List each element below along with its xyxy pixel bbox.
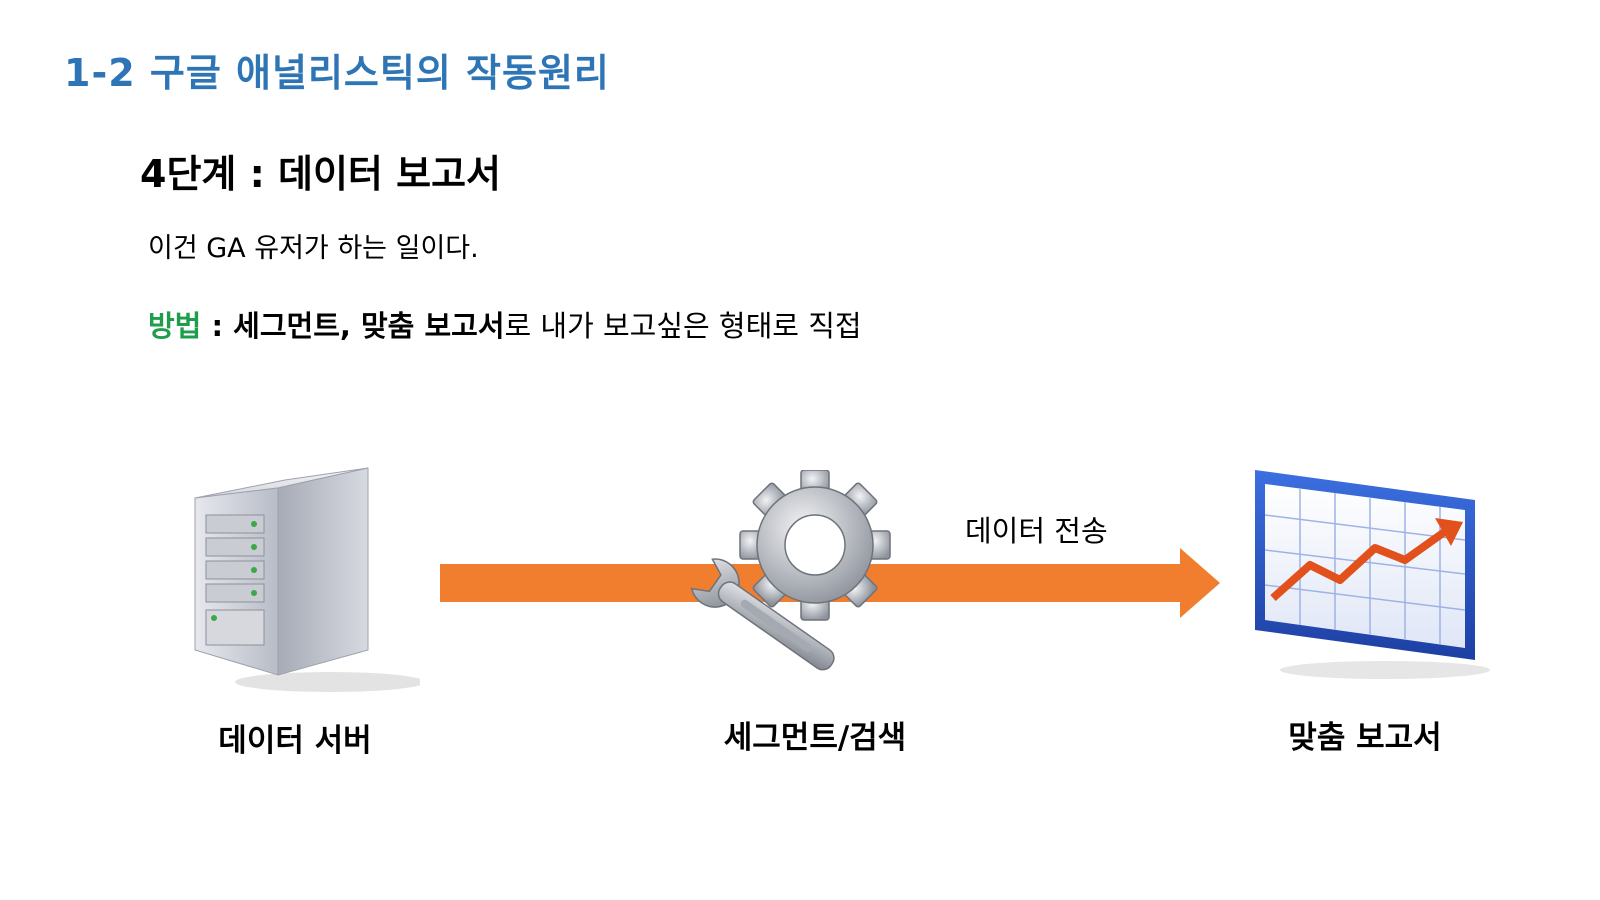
arrow-label: 데이터 전송 bbox=[965, 514, 1108, 548]
caption-data-server: 데이터 서버 bbox=[218, 723, 372, 759]
description-text: 이건 GA 유저가 하는 일이다. bbox=[148, 233, 479, 264]
method-separator: : bbox=[201, 309, 234, 343]
gear-wrench-icon bbox=[690, 470, 891, 671]
method-label: 방법 bbox=[148, 309, 202, 343]
caption-custom-report: 맞춤 보고서 bbox=[1288, 720, 1442, 756]
server-icon bbox=[194, 467, 420, 692]
step-heading: 4단계 : 데이터 보고서 bbox=[140, 152, 502, 196]
method-bold-text: 세그먼트, 맞춤 보고서 bbox=[233, 309, 505, 343]
slide-title: 1-2 구글 애널리스틱의 작동원리 bbox=[64, 51, 610, 95]
caption-segment-search: 세그먼트/검색 bbox=[723, 720, 907, 756]
method-rest-text: 로 내가 보고싶은 형태로 직접 bbox=[504, 309, 862, 343]
method-line: 방법 : 세그먼트, 맞춤 보고서로 내가 보고싶은 형태로 직접 bbox=[148, 303, 862, 345]
chart-report-icon bbox=[1255, 470, 1490, 679]
